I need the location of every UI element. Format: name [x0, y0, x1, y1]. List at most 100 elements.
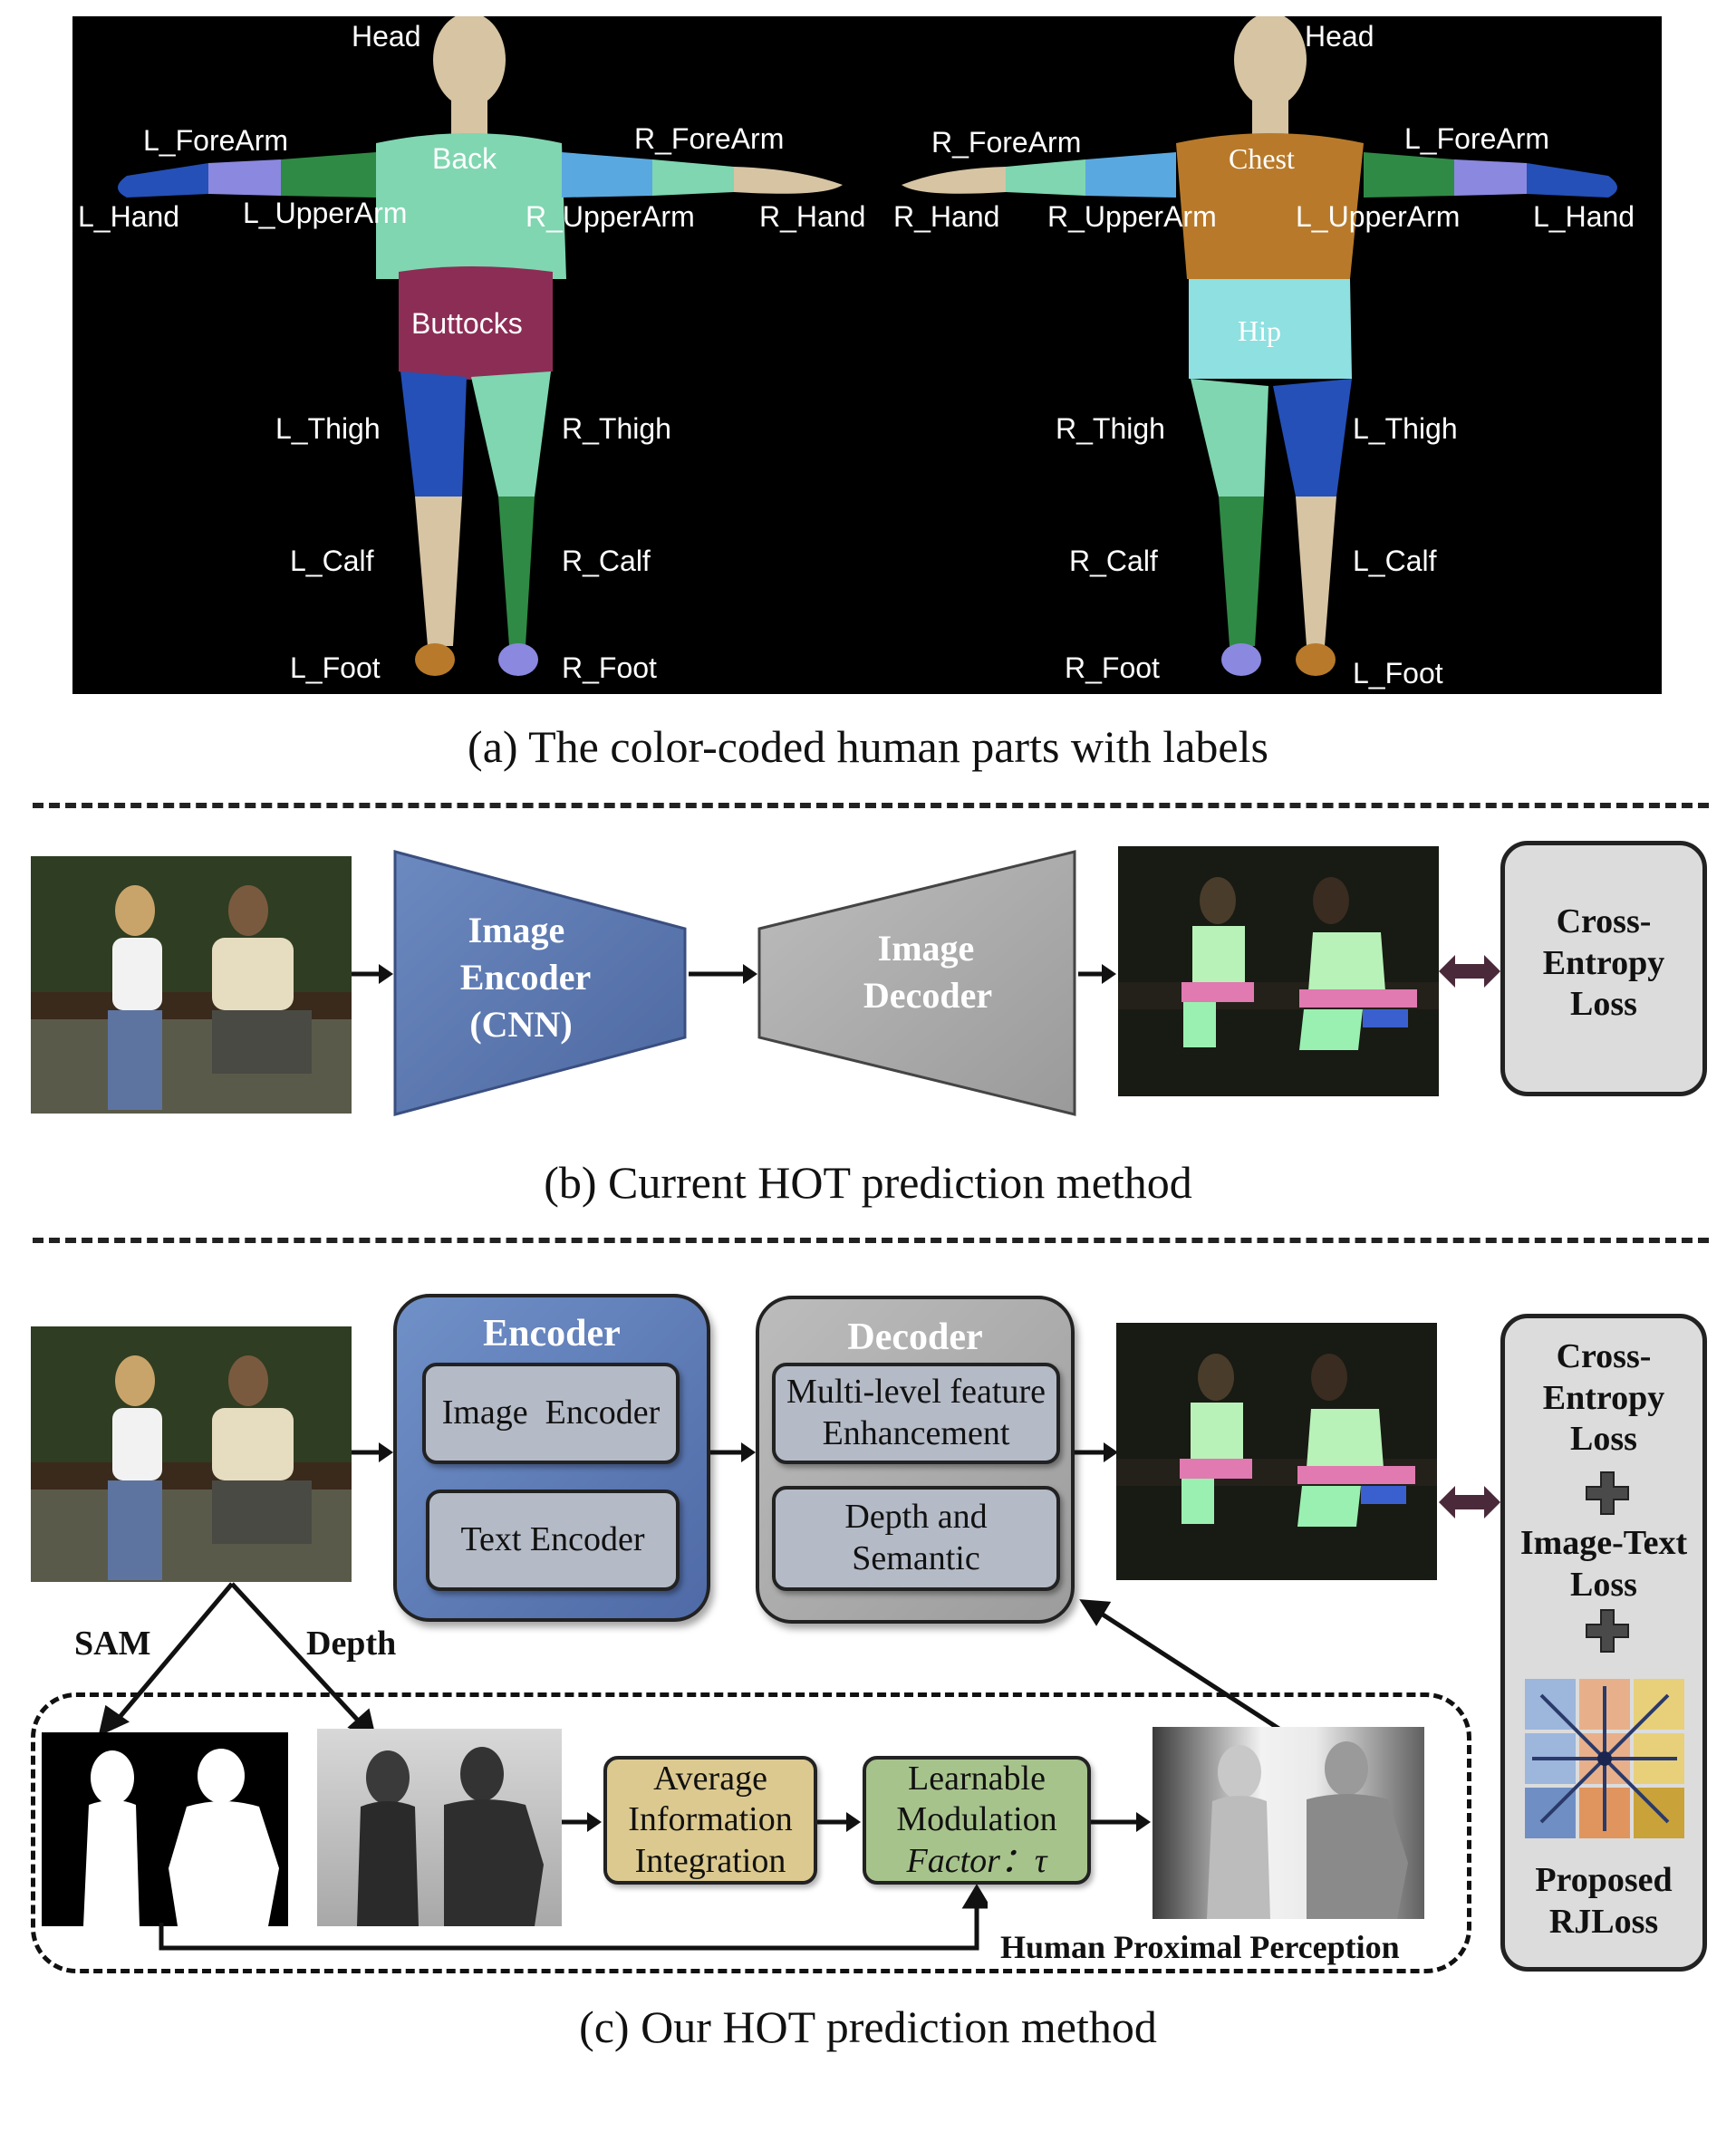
lmf-box: Learnable Modulation Factor：τ [863, 1756, 1091, 1885]
label-r-calf: R_Calf [562, 545, 651, 577]
divider-2 [33, 1238, 1709, 1243]
label-l-thigh: L_Thigh [275, 412, 381, 445]
depth-label: Depth [306, 1625, 397, 1663]
lmf-line1: Learnable [908, 1759, 1046, 1798]
enc-line1: Image [468, 910, 565, 950]
depth-semantic-box: Depth and Semantic [772, 1486, 1060, 1591]
label-l-hand: L_Hand [78, 200, 179, 233]
label-l-forearm-front: L_ForeArm [1404, 122, 1549, 155]
arrow-b2 [689, 964, 757, 984]
loss-ce-line2: Entropy [1542, 1378, 1665, 1417]
label-l-foot-front: L_Foot [1353, 657, 1443, 689]
loss-box-b: Cross- Entropy Loss [1500, 841, 1707, 1096]
loss-it-line1: Image-Text [1519, 1524, 1688, 1562]
avg-line3: Integration [634, 1841, 786, 1880]
label-buttocks: Buttocks [411, 307, 523, 340]
loss-rj-line2: RJLoss [1548, 1902, 1659, 1941]
image-encoder-box: Image Encoder [422, 1363, 680, 1464]
mfe-box: Multi-level feature Enhancement [772, 1363, 1060, 1464]
caption-b: (b) Current HOT prediction method [544, 1157, 1192, 1208]
arrow-c6 [1091, 1812, 1151, 1832]
label-r-thigh-front: R_Thigh [1056, 412, 1165, 445]
label-r-upperarm-front: R_UpperArm [1047, 200, 1217, 233]
front-view-figure [902, 13, 1617, 676]
output-photo-c [1116, 1323, 1437, 1580]
arrow-c1 [352, 1442, 393, 1462]
loss-b-line2: Entropy [1542, 943, 1665, 982]
arrow-b3 [1078, 964, 1116, 984]
avg-line2: Information [628, 1800, 793, 1839]
label-r-foot-front: R_Foot [1065, 651, 1160, 684]
image-decoder: Image Decoder [757, 850, 1076, 1116]
label-l-hand-front: L_Hand [1533, 200, 1635, 233]
label-r-hand-front: R_Hand [893, 200, 999, 233]
loss-rj-line1: Proposed [1535, 1861, 1673, 1899]
label-chest: Chest [1229, 142, 1295, 175]
double-arrow-b [1439, 955, 1500, 988]
ds-line2: Semantic [852, 1539, 980, 1577]
lmf-line2: Modulation [896, 1800, 1057, 1839]
loss-box-c: Cross- Entropy Loss Image-Text Loss Prop… [1500, 1314, 1707, 1972]
label-l-upperarm-front: L_UpperArm [1296, 200, 1460, 233]
arrow-c2 [710, 1442, 756, 1462]
caption-c: (c) Our HOT prediction method [579, 2001, 1157, 2052]
label-head-front: Head [1305, 20, 1374, 53]
loss-b-line1: Cross- [1556, 902, 1652, 940]
avg-info-box: Average Information Integration [603, 1756, 817, 1885]
input-photo-c [31, 1326, 352, 1582]
arrow-b1 [352, 964, 393, 984]
enc-line2: Encoder [460, 957, 591, 998]
loss-b-line3: Loss [1570, 985, 1637, 1024]
label-r-thigh: R_Thigh [562, 412, 671, 445]
hpp-label: Human Proximal Perception [1000, 1929, 1400, 1965]
image-encoder-cnn: Image Encoder (CNN) [393, 850, 687, 1116]
arrow-c3 [1075, 1442, 1118, 1462]
loss-ce-line1: Cross- [1556, 1337, 1652, 1375]
lmf-line3: Factor：τ [906, 1841, 1047, 1880]
label-l-forearm: L_ForeArm [143, 124, 288, 157]
label-l-thigh-front: L_Thigh [1353, 412, 1458, 445]
loss-ce-line3: Loss [1570, 1420, 1637, 1459]
divider-1 [33, 803, 1709, 808]
depth-map [317, 1729, 562, 1926]
avg-line1: Average [653, 1759, 767, 1798]
caption-a: (a) The color-coded human parts with lab… [468, 721, 1268, 772]
mfe-line1: Multi-level feature [786, 1373, 1046, 1412]
arrow-c5 [817, 1812, 861, 1832]
label-r-upperarm: R_UpperArm [526, 200, 695, 233]
hpp-container [31, 1692, 1471, 1973]
mfe-line2: Enhancement [822, 1414, 1010, 1452]
back-view-figure [118, 13, 843, 676]
plus-icon [1586, 1609, 1629, 1653]
text-encoder-box: Text Encoder [426, 1490, 680, 1591]
label-r-calf-front: R_Calf [1069, 545, 1158, 577]
output-photo-b [1118, 846, 1439, 1096]
refined-depth-map [1153, 1727, 1424, 1919]
sam-mask [42, 1732, 288, 1926]
label-l-foot: L_Foot [290, 651, 381, 684]
decoder-title: Decoder [847, 1316, 983, 1358]
loss-it-line2: Loss [1570, 1565, 1637, 1604]
ds-line1: Depth and [844, 1498, 988, 1537]
feedback-arrow [159, 1885, 988, 1951]
branch-arrows [98, 1582, 1292, 1740]
sam-label: SAM [74, 1625, 151, 1663]
dec-line1: Image [878, 928, 975, 969]
label-l-calf: L_Calf [290, 545, 374, 577]
encoder-title: Encoder [483, 1313, 621, 1355]
rjloss-grid-icon [1525, 1679, 1684, 1838]
label-r-foot: R_Foot [562, 651, 657, 684]
panel-a: Head L_ForeArm Back R_ForeArm L_Hand L_U… [72, 13, 1662, 694]
label-r-forearm-front: R_ForeArm [931, 126, 1081, 159]
label-l-upperarm: L_UpperArm [243, 197, 407, 229]
dec-line2: Decoder [863, 975, 992, 1016]
label-r-hand: R_Hand [759, 200, 865, 233]
input-photo-b [31, 856, 352, 1114]
label-r-forearm: R_ForeArm [634, 122, 784, 155]
label-back: Back [432, 142, 497, 175]
arrow-c4 [562, 1812, 602, 1832]
enc-line3: (CNN) [469, 1004, 572, 1045]
body-parts-figure: Head L_ForeArm Back R_ForeArm L_Hand L_U… [78, 13, 1635, 689]
double-arrow-c [1439, 1486, 1500, 1519]
label-l-calf-front: L_Calf [1353, 545, 1437, 577]
